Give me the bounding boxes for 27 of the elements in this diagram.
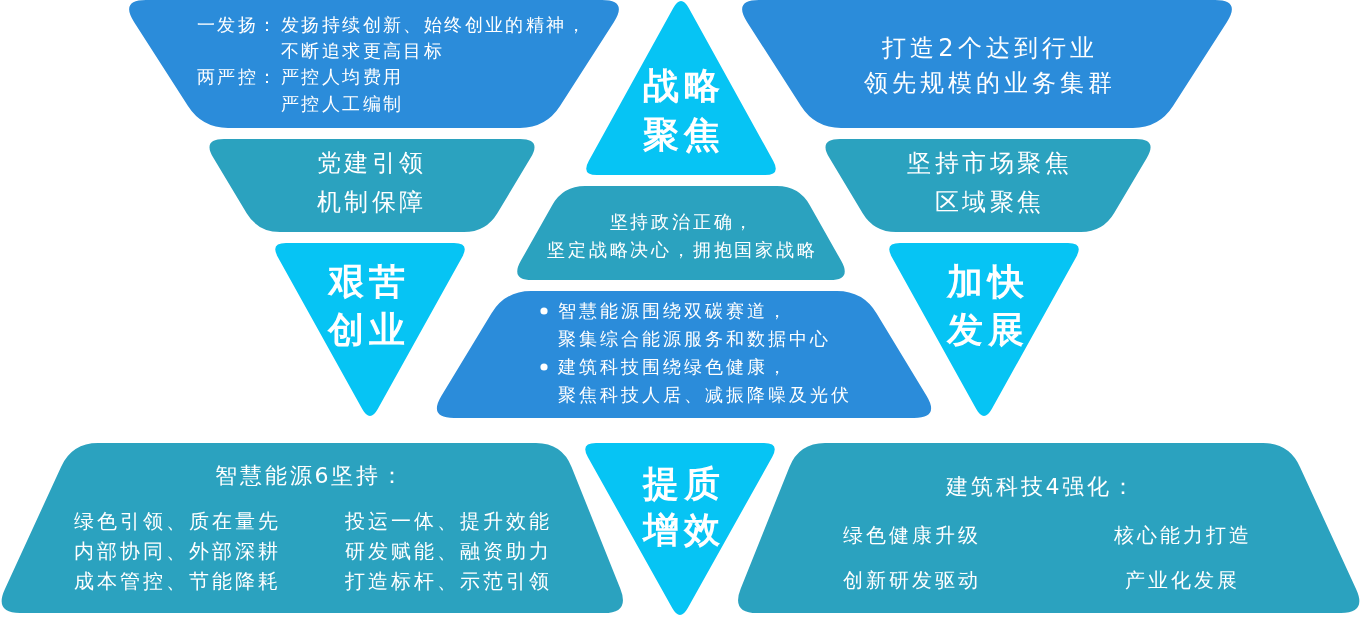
- list-item: 核心能力打造: [1113, 522, 1252, 549]
- theme-label: 提质增效: [642, 462, 725, 552]
- theme-label: 加快发展: [946, 260, 1029, 352]
- list-item: 绿色健康升级: [842, 522, 981, 549]
- panel-text: 坚持政治正确，坚定战略决心，拥抱国家战略: [547, 210, 818, 262]
- list-item: 成本管控、节能降耗: [74, 568, 281, 595]
- item-text: 发扬持续创新、始终创业的精神，不断追求更高目标: [281, 12, 587, 63]
- panel-heading: 建筑科技4强化：: [945, 473, 1138, 501]
- item-label: 两严控：: [197, 65, 279, 89]
- item-text: 严控人工编制: [281, 91, 404, 116]
- item-text: 严控人均费用: [281, 65, 404, 89]
- panel-text: 打造2个达到行业领先规模的业务集群: [864, 32, 1116, 99]
- bullet-text: 智慧能源围绕双碳赛道，聚集综合能源服务和数据中心: [558, 299, 831, 351]
- panel-heading: 智慧能源6坚持：: [214, 462, 407, 490]
- theme-label: 艰苦创业: [327, 260, 410, 352]
- list-item: 投运一体、提升效能: [345, 508, 552, 535]
- list-item: 产业化发展: [1125, 567, 1240, 594]
- item-label: 一发扬：: [197, 12, 279, 37]
- list-item: 绿色引领、质在量先: [74, 508, 281, 535]
- list-item: 内部协同、外部深耕: [74, 538, 281, 565]
- list-item: 创新研发驱动: [842, 567, 981, 594]
- panel-text: 党建引领机制保障: [316, 147, 427, 218]
- bullet-text: 建筑科技围绕绿色健康，聚焦科技人居、减振降噪及光伏: [558, 355, 852, 407]
- theme-label: 战略聚焦: [642, 63, 725, 157]
- panel-text: 坚持市场聚焦区域聚焦: [907, 147, 1073, 218]
- list-item: 打造标杆、示范引领: [345, 568, 552, 595]
- list-item: 研发赋能、融资助力: [345, 538, 552, 565]
